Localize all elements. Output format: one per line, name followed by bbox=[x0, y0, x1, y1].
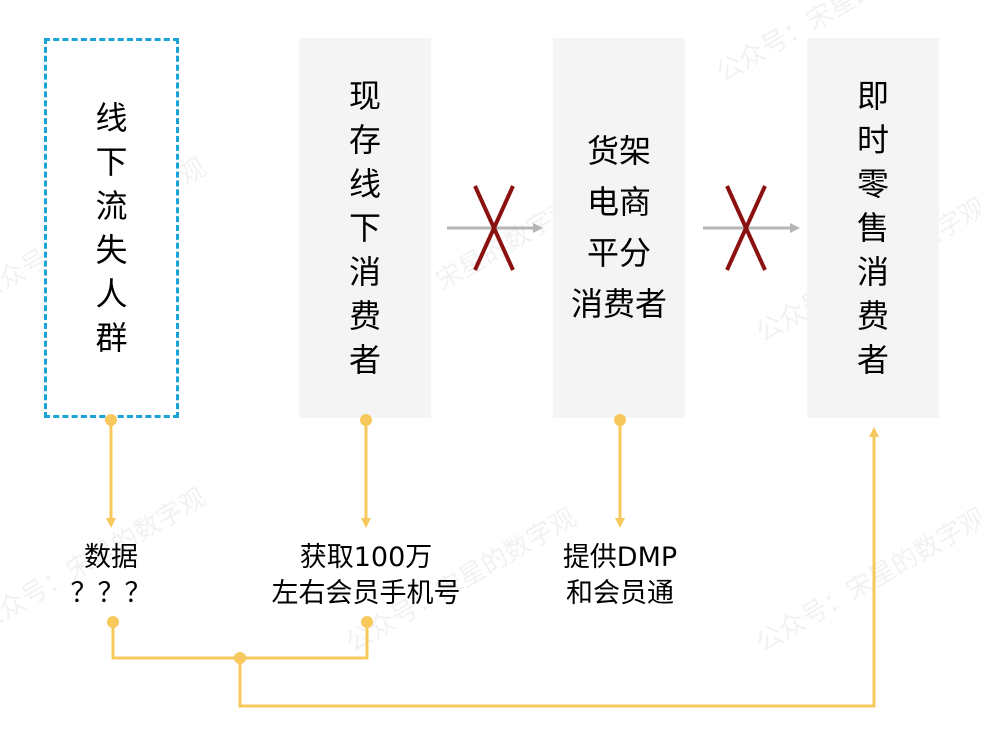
node-instant-retail-label: 即时零售消费者 bbox=[856, 77, 889, 379]
node-offline-existing: 现存线下消费者 bbox=[299, 38, 431, 418]
yellow-arrow-lost-to-data bbox=[105, 414, 117, 528]
cross-mark-1 bbox=[473, 185, 515, 271]
yellow-merge-connector bbox=[107, 427, 879, 708]
label-dmp: 提供DMP 和会员通 bbox=[562, 542, 678, 609]
node-instant-retail: 即时零售消费者 bbox=[807, 38, 939, 418]
label-data-unknown: 数据 ？？？ bbox=[70, 542, 152, 609]
yellow-arrow-shelf-to-dmp bbox=[614, 414, 626, 528]
node-offline-existing-label: 现存线下消费者 bbox=[348, 77, 381, 379]
node-offline-lost: 线下流失人群 bbox=[44, 38, 179, 418]
cross-mark-2 bbox=[725, 185, 767, 271]
yellow-arrow-existing-to-phone bbox=[360, 414, 372, 528]
label-phone-numbers: 获取100万 左右会员手机号 bbox=[271, 542, 461, 609]
node-shelf-ecommerce: 货架 电商 平分 消费者 bbox=[553, 38, 685, 418]
node-shelf-ecommerce-label: 货架 电商 平分 消费者 bbox=[570, 132, 667, 323]
node-offline-lost-label: 线下流失人群 bbox=[95, 99, 128, 357]
